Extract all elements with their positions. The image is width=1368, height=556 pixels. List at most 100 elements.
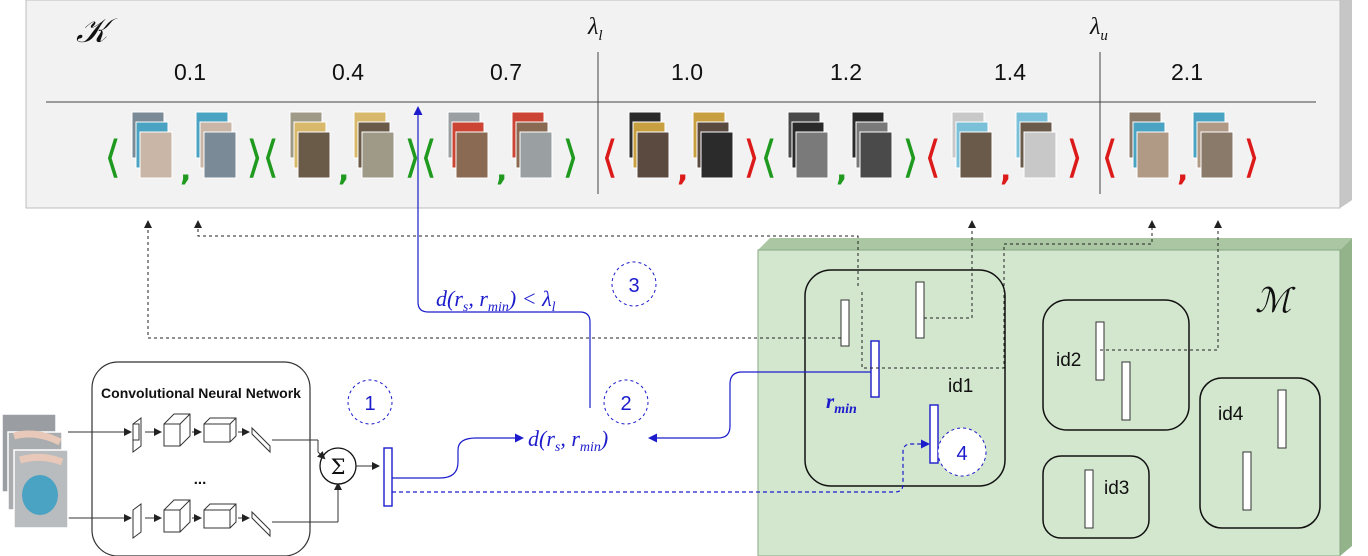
input-frames bbox=[1, 413, 69, 529]
frame-thumbnail bbox=[1136, 131, 1170, 179]
r-min-vector bbox=[870, 340, 880, 398]
step-number: 2 bbox=[620, 393, 631, 415]
conv-layer bbox=[203, 417, 237, 443]
entry-value: 1.4 bbox=[994, 59, 1026, 85]
entry-value: 0.1 bbox=[174, 59, 206, 85]
feature-vector bbox=[840, 299, 850, 347]
frame-thumbnail bbox=[1023, 131, 1057, 179]
knowledge-entry: 1.0 ⟨, ⟩ bbox=[601, 59, 760, 188]
step-number: 1 bbox=[364, 393, 375, 415]
cnn-block: Convolutional Neural Network ... bbox=[68, 361, 342, 556]
conv-layer bbox=[251, 510, 271, 538]
memory-group-label: id2 bbox=[1056, 350, 1081, 371]
frame-thumbnail bbox=[959, 131, 993, 179]
step-circle bbox=[937, 427, 987, 477]
cup-shape bbox=[22, 475, 58, 515]
sum-symbol: Σ bbox=[331, 455, 346, 479]
memory-face bbox=[757, 249, 1341, 556]
link-arrow bbox=[861, 220, 1156, 369]
lambda-l-label: λl bbox=[587, 14, 603, 44]
frame-thumbnail bbox=[139, 131, 173, 179]
right-angle-bracket: ⟩ bbox=[246, 132, 263, 183]
conv-layer bbox=[203, 503, 237, 529]
step-number: 4 bbox=[956, 443, 967, 465]
right-angle-bracket: ⟩ bbox=[1243, 132, 1260, 183]
frame-thumbnail bbox=[455, 131, 489, 179]
step-circle bbox=[611, 261, 657, 307]
pair-comma: , bbox=[496, 153, 507, 188]
feature-vector bbox=[1084, 469, 1094, 529]
cnn-ellipsis: ... bbox=[194, 471, 207, 488]
threshold-to-knowledge-arrow bbox=[413, 106, 591, 408]
step-circle bbox=[347, 379, 393, 425]
conv-layer bbox=[163, 499, 191, 533]
feature-vector bbox=[1095, 321, 1105, 381]
right-angle-bracket: ⟩ bbox=[404, 132, 421, 183]
step-number: 3 bbox=[628, 275, 639, 297]
conv-layer bbox=[132, 503, 142, 539]
link-arrow bbox=[924, 220, 976, 319]
cnn-box bbox=[91, 361, 311, 556]
threshold-expression: d(rs, rmin) < λl bbox=[436, 286, 556, 315]
new-feature-vector bbox=[929, 404, 939, 464]
link-arrow bbox=[194, 220, 859, 286]
left-angle-bracket: ⟨ bbox=[601, 132, 618, 183]
left-angle-bracket: ⟨ bbox=[1101, 132, 1118, 183]
frame-thumbnail bbox=[1200, 131, 1234, 179]
left-angle-bracket: ⟨ bbox=[924, 132, 941, 183]
frame-thumbnail bbox=[361, 131, 395, 179]
memory-group-id4 bbox=[1199, 377, 1321, 529]
right-angle-bracket: ⟩ bbox=[562, 132, 579, 183]
memory-symbol: ℳ bbox=[1255, 283, 1296, 320]
entry-value: 1.0 bbox=[671, 59, 703, 85]
query-to-distance-arrow bbox=[392, 433, 524, 479]
memory-group-id1 bbox=[804, 269, 1006, 487]
frame-thumbnail bbox=[297, 131, 331, 179]
memory-block: ℳ id1 id2 id3 id4 rmin bbox=[757, 238, 1352, 556]
memory-group-label: id3 bbox=[1104, 478, 1129, 499]
memory-knowledge-links bbox=[144, 220, 1222, 369]
knowledge-entry: 2.1 ⟨, ⟩ bbox=[1101, 59, 1260, 188]
feature-vector bbox=[1121, 361, 1131, 421]
frame-thumbnail bbox=[519, 131, 553, 179]
insert-memory-arrow bbox=[392, 439, 930, 493]
left-angle-bracket: ⟨ bbox=[420, 132, 437, 183]
distance-expression: d(rs, rmin) bbox=[528, 426, 608, 455]
entry-value: 1.2 bbox=[830, 59, 862, 85]
pair-comma: , bbox=[338, 153, 349, 188]
pair-comma: , bbox=[1177, 153, 1188, 188]
right-angle-bracket: ⟩ bbox=[1066, 132, 1083, 183]
feature-vector bbox=[1277, 389, 1287, 449]
r-min-label: rmin bbox=[826, 389, 857, 417]
conv-layer bbox=[251, 426, 271, 454]
pair-comma: , bbox=[677, 153, 688, 188]
entry-value: 0.7 bbox=[490, 59, 522, 85]
knowledge-entry: 1.2 ⟨,⟩ bbox=[760, 59, 919, 188]
knowledge-base-face bbox=[25, 0, 1341, 209]
step-markers: 1 2 3 4 bbox=[347, 261, 987, 477]
knowledge-base-side bbox=[1340, 0, 1352, 208]
knowledge-entry: 0.7 ⟨, ⟩ bbox=[420, 59, 579, 188]
feature-vector bbox=[1242, 451, 1252, 511]
frame-thumbnail bbox=[203, 131, 237, 179]
memory-side bbox=[1340, 238, 1352, 556]
frame-thumbnail bbox=[700, 131, 734, 179]
right-angle-bracket: ⟩ bbox=[743, 132, 760, 183]
feature-vector bbox=[915, 281, 925, 339]
knowledge-entries: 0.1 ⟨,⟩ 0.4 ⟨,⟩ 0.7 ⟨,⟩ 1.0 ⟨,⟩ 1.2 ⟨,⟩ … bbox=[104, 59, 1260, 188]
left-angle-bracket: ⟨ bbox=[760, 132, 777, 183]
knowledge-entry: 1.4 ⟨,⟩ bbox=[924, 59, 1083, 188]
cnn-title: Convolutional Neural Network bbox=[101, 385, 301, 401]
memory-group-label: id1 bbox=[948, 376, 973, 397]
query-feature-vector bbox=[383, 447, 393, 507]
knowledge-entry: 0.4 ⟨,⟩ bbox=[262, 59, 421, 188]
right-angle-bracket: ⟩ bbox=[902, 132, 919, 183]
rmin-to-distance-arrow bbox=[648, 371, 871, 443]
left-angle-bracket: ⟨ bbox=[104, 132, 121, 183]
memory-group-label: id4 bbox=[1218, 404, 1244, 425]
conv-layer bbox=[163, 413, 191, 447]
lambda-u-label: λu bbox=[1089, 14, 1108, 44]
entry-value: 2.1 bbox=[1171, 59, 1203, 85]
link-arrow bbox=[144, 220, 841, 339]
